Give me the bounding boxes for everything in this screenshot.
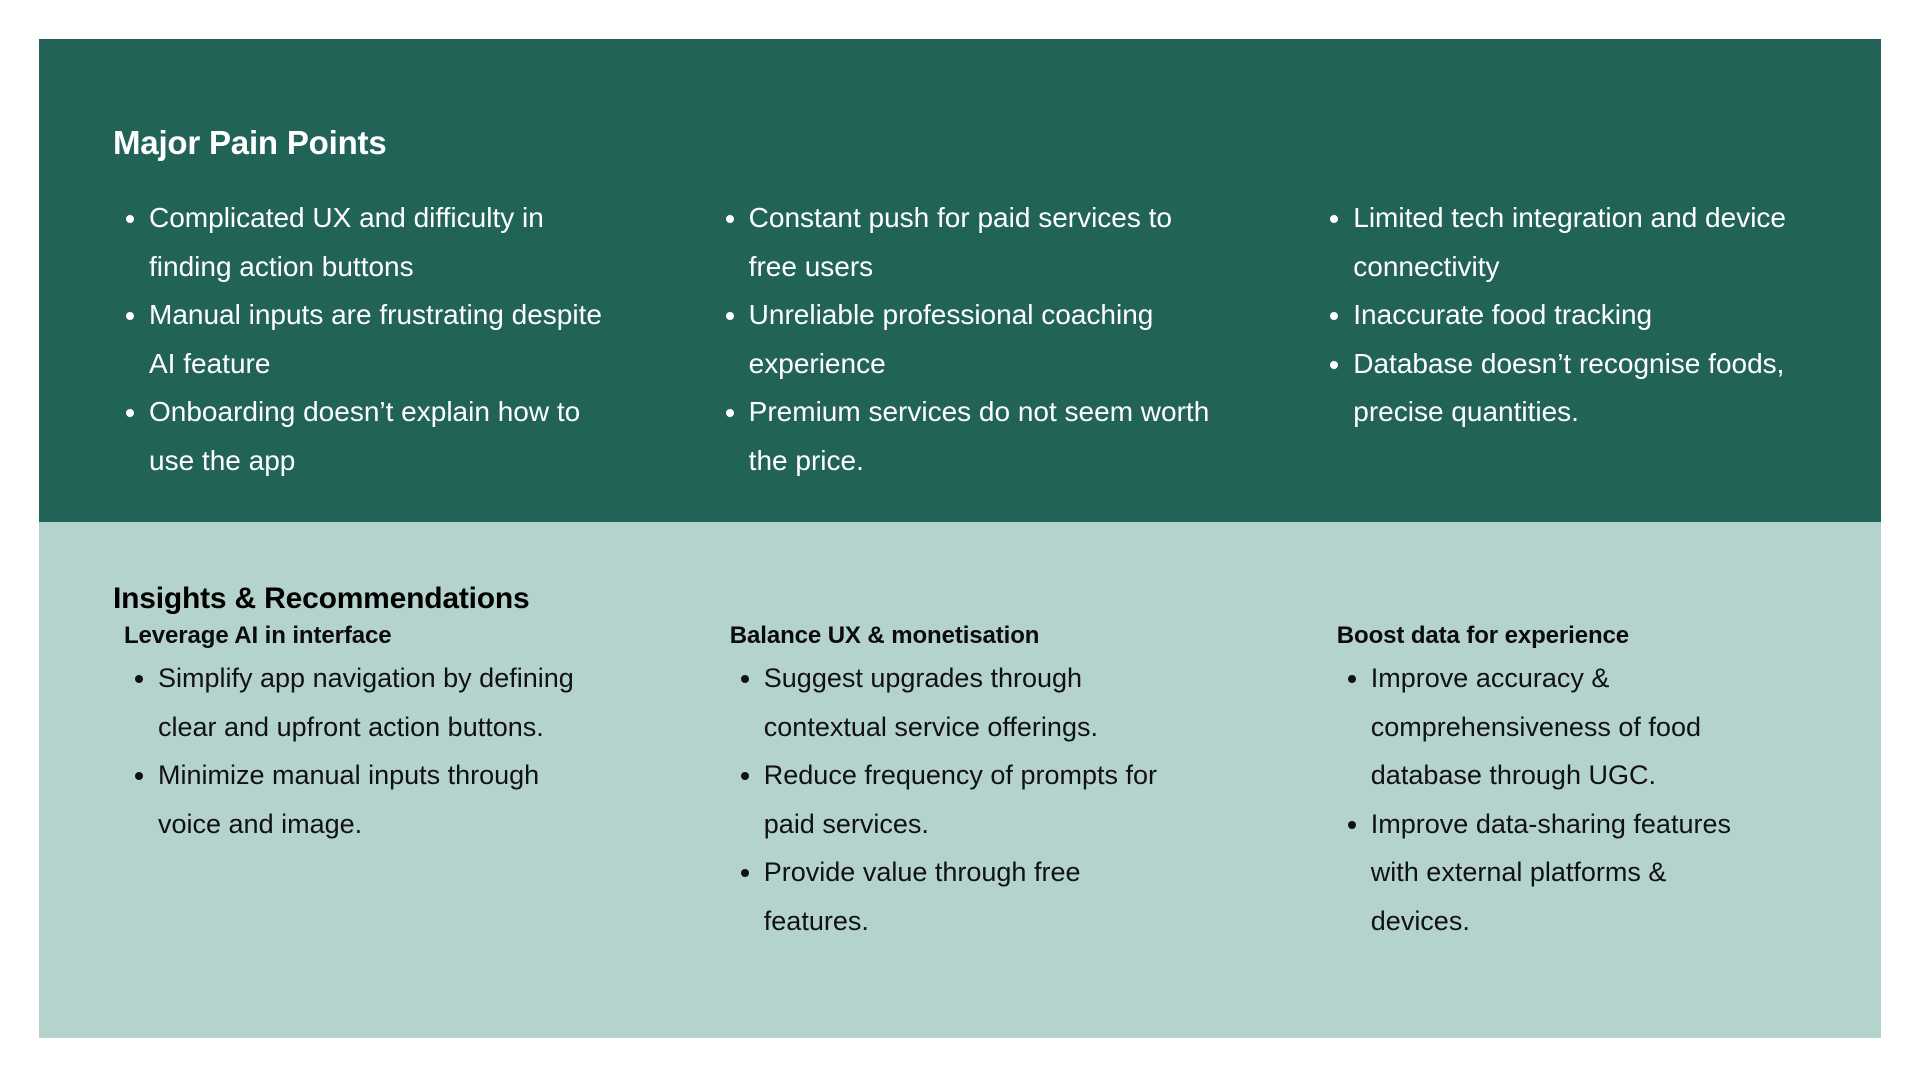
pain-item-text: Manual inputs are frustrating despite AI…: [149, 299, 602, 379]
insight-item-text: Improve accuracy & comprehensiveness of …: [1370, 663, 1701, 790]
insights-column-2: Balance UX & monetisation Suggest upgrad…: [690, 622, 1275, 945]
pain-item-text: Premium services do not seem worth the p…: [748, 396, 1210, 476]
insights-column-1: Leverage AI in interface Simplify app na…: [106, 622, 690, 945]
insight-item-text: Minimize manual inputs through voice and…: [158, 760, 540, 839]
list-item: Constant push for paid services to free …: [725, 194, 1278, 291]
pain-item-text: Constant push for paid services to free …: [748, 202, 1173, 282]
insights-columns: Leverage AI in interface Simplify app na…: [106, 622, 1861, 945]
list-item: Manual inputs are frustrating despite AI…: [126, 291, 695, 388]
pain-item-text: Complicated UX and difficulty in finding…: [149, 202, 544, 282]
pain-points-column-1: Complicated UX and difficulty in finding…: [113, 194, 695, 485]
insights-title: Insights & Recommendations: [113, 581, 530, 615]
insight-item-text: Simplify app navigation by defining clea…: [158, 663, 574, 742]
insights-list-2: Suggest upgrades through contextual serv…: [712, 654, 1275, 945]
major-pain-points-panel: Major Pain Points Complicated UX and dif…: [39, 39, 1881, 522]
list-item: Inaccurate food tracking: [1330, 291, 1861, 340]
pain-item-text: Inaccurate food tracking: [1353, 299, 1653, 330]
pain-points-columns: Complicated UX and difficulty in finding…: [113, 194, 1861, 485]
insight-item-text: Reduce frequency of prompts for paid ser…: [763, 760, 1157, 839]
insight-item-text: Suggest upgrades through contextual serv…: [763, 663, 1098, 742]
pain-points-list-3: Limited tech integration and device conn…: [1317, 194, 1861, 437]
pain-item-text: Unreliable professional coaching experie…: [748, 299, 1154, 379]
list-item: Minimize manual inputs through voice and…: [135, 751, 690, 848]
list-item: Unreliable professional coaching experie…: [725, 291, 1278, 388]
pain-item-text: Limited tech integration and device conn…: [1353, 202, 1786, 282]
insights-column-3: Boost data for experience Improve accura…: [1275, 622, 1861, 945]
list-item: Suggest upgrades through contextual serv…: [740, 654, 1275, 751]
list-item: Database doesn’t recognise foods, precis…: [1330, 340, 1861, 437]
insights-list-1: Simplify app navigation by defining clea…: [106, 654, 690, 848]
insights-list-3: Improve accuracy & comprehensiveness of …: [1319, 654, 1861, 945]
list-item: Premium services do not seem worth the p…: [725, 388, 1278, 485]
list-item: Limited tech integration and device conn…: [1330, 194, 1861, 291]
insights-column-3-heading: Boost data for experience: [1336, 622, 1630, 649]
list-item: Onboarding doesn’t explain how to use th…: [126, 388, 695, 485]
insights-column-1-heading: Leverage AI in interface: [124, 622, 392, 649]
list-item: Improve accuracy & comprehensiveness of …: [1347, 654, 1861, 800]
pain-item-text: Onboarding doesn’t explain how to use th…: [149, 396, 581, 476]
insights-recommendations-panel: Insights & Recommendations Leverage AI i…: [39, 522, 1881, 1038]
insight-item-text: Provide value through free features.: [763, 857, 1081, 936]
list-item: Provide value through free features.: [740, 848, 1275, 945]
pain-points-list-2: Constant push for paid services to free …: [713, 194, 1278, 485]
pain-points-title: Major Pain Points: [113, 124, 387, 162]
list-item: Improve data-sharing features with exter…: [1347, 800, 1861, 946]
list-item: Reduce frequency of prompts for paid ser…: [740, 751, 1275, 848]
list-item: Complicated UX and difficulty in finding…: [126, 194, 695, 291]
pain-points-list-1: Complicated UX and difficulty in finding…: [113, 194, 695, 485]
list-item: Simplify app navigation by defining clea…: [135, 654, 690, 751]
pain-points-column-2: Constant push for paid services to free …: [695, 194, 1278, 485]
insight-item-text: Improve data-sharing features with exter…: [1370, 808, 1731, 936]
pain-item-text: Database doesn’t recognise foods, precis…: [1353, 347, 1785, 428]
pain-points-column-3: Limited tech integration and device conn…: [1277, 194, 1861, 485]
insights-column-2-heading: Balance UX & monetisation: [729, 622, 1040, 649]
